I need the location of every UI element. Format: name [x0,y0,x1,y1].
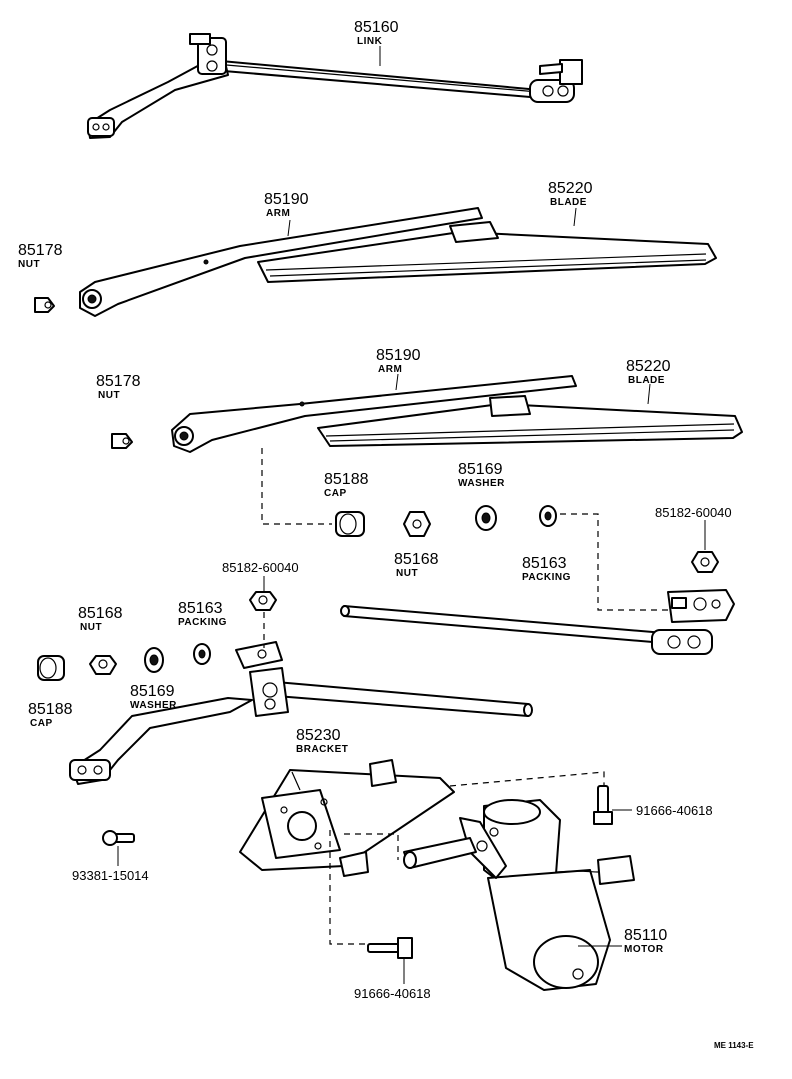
nut-left-part-name: NUT [80,622,102,633]
motor-part [403,799,635,991]
wiper-arm-1 [79,207,483,317]
assembly-lines [117,46,706,984]
blade-2-part-name: BLADE [628,375,665,386]
label-packing-left: 85163 PACKING [178,600,227,628]
label-washer-right: 85169 WASHER [458,461,505,489]
label-blade-2: 85220 BLADE [626,358,671,386]
cap-right-part-name: CAP [324,488,347,499]
nut-right-part [403,511,431,537]
washer-right-part [475,505,497,531]
part-number-91666-right: 91666-40618 [636,803,713,818]
nut-2-part-number: 85178 [96,373,141,390]
cap-left-part-number: 85188 [28,701,73,718]
pivot-left [69,641,533,785]
label-blade-1: 85220 BLADE [548,180,593,208]
link-part-name: LINK [357,36,383,47]
wiper-arm-2 [171,375,577,453]
label-arm-1: 85190 ARM [264,191,309,219]
pivot-right [340,589,735,655]
label-link: 85160 LINK [354,19,399,47]
cap-right-part-number: 85188 [324,471,369,488]
nut-left-part-number: 85168 [78,605,123,622]
part-number-85182-right: 85182-60040 [655,505,732,520]
part-number-93381: 93381-15014 [72,868,149,883]
packing-right-part-number: 85163 [522,555,567,572]
nut-1-part [34,297,55,313]
washer-left-part-number: 85169 [130,683,175,700]
label-motor: 85110 MOTOR [624,927,667,955]
part-number-91666-bottom: 91666-40618 [354,986,431,1001]
link-assembly [87,33,583,139]
washer-right-part-name: WASHER [458,478,505,489]
label-washer-left: 85169 WASHER [130,683,177,711]
label-packing-right: 85163 PACKING [522,555,571,583]
cap-left-part [37,655,65,681]
nut-1-part-name: NUT [18,259,40,270]
part-number-85182-left: 85182-60040 [222,560,299,575]
label-nut-right: 85168 NUT [394,551,439,579]
link-part-number: 85160 [354,19,399,36]
washer-left-part-name: WASHER [130,700,177,711]
packing-left-part-name: PACKING [178,617,227,628]
wiper-blade-1 [257,221,717,283]
label-nut-1: 85178 NUT [18,242,63,270]
cap-left-part-name: CAP [30,718,53,729]
nut-right-part-name: NUT [396,568,418,579]
blade-2-part-number: 85220 [626,358,671,375]
figure-code: ME 1143-E [714,1041,754,1050]
bolt-right-part [593,785,613,825]
packing-left-part [193,643,211,665]
nut-right-part-number: 85168 [394,551,439,568]
nut-left-mid-part [249,591,277,611]
nut-2-part-name: NUT [98,390,120,401]
cap-right-part [335,511,365,537]
nut-left-part [89,655,117,675]
washer-left-part [144,647,164,673]
label-bracket: 85230 BRACKET [296,727,348,755]
packing-left-part-number: 85163 [178,600,223,617]
arm-2-part-name: ARM [378,364,402,375]
packing-right-part-name: PACKING [522,572,571,583]
arm-1-part-number: 85190 [264,191,309,208]
bracket-part [239,759,455,877]
arm-2-part-number: 85190 [376,347,421,364]
label-cap-right: 85188 CAP [324,471,369,499]
wiper-blade-2 [317,395,743,447]
arm-1-part-name: ARM [266,208,290,219]
washer-right-part-number: 85169 [458,461,503,478]
label-nut-2: 85178 NUT [96,373,141,401]
label-nut-left: 85168 NUT [78,605,123,633]
blade-1-part-name: BLADE [550,197,587,208]
bolt-bottom-part [367,937,413,959]
nut-top-right-part [691,551,719,573]
packing-right-part [539,505,557,527]
bracket-part-name: BRACKET [296,744,348,755]
label-arm-2: 85190 ARM [376,347,421,375]
motor-part-number: 85110 [624,927,667,944]
screw-left-part [102,830,135,846]
nut-1-part-number: 85178 [18,242,63,259]
label-cap-left: 85188 CAP [28,701,73,729]
bracket-part-number: 85230 [296,727,341,744]
nut-2-part [111,433,133,449]
blade-1-part-number: 85220 [548,180,593,197]
motor-part-name: MOTOR [624,944,664,955]
